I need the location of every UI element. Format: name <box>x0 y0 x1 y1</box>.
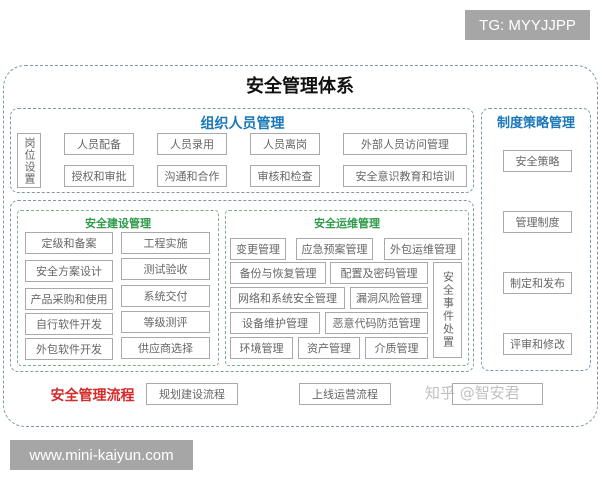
build-box: 外包软件开发 <box>25 338 113 360</box>
ops-box: 资产管理 <box>298 337 360 359</box>
ops-box: 恶意代码防范管理 <box>325 312 428 334</box>
build-box: 定级和备案 <box>25 232 113 254</box>
policy-box: 制定和发布 <box>503 272 572 294</box>
process-box <box>452 383 543 405</box>
org-box: 安全意识教育和培训 <box>343 165 467 187</box>
policy-box: 安全策略 <box>503 150 572 172</box>
org-section <box>10 108 474 193</box>
org-title: 组织人员管理 <box>200 116 285 132</box>
process-box: 上线运营流程 <box>299 383 391 405</box>
build-box: 自行软件开发 <box>25 313 113 335</box>
ops-box: 应急预案管理 <box>296 238 373 260</box>
lower-section <box>10 200 474 372</box>
org-box: 人员录用 <box>157 133 227 155</box>
build-section <box>17 210 219 366</box>
ops-title: 安全运维管理 <box>314 217 380 230</box>
ops-box: 配置及密码管理 <box>330 262 428 284</box>
build-box: 供应商选择 <box>121 337 210 359</box>
ops-box: 设备维护管理 <box>230 312 320 334</box>
build-box: 测试验收 <box>121 258 210 280</box>
tg-badge: TG: MYYJJPP <box>465 10 590 40</box>
url-badge: www.mini-kaiyun.com <box>10 440 193 470</box>
org-box: 人员配备 <box>64 133 134 155</box>
build-box: 安全方案设计 <box>25 260 113 282</box>
build-box: 工程实施 <box>121 232 210 254</box>
ops-box: 外包运维管理 <box>384 238 462 260</box>
policy-box: 评审和修改 <box>503 333 572 355</box>
org-box: 人员离岗 <box>250 133 320 155</box>
policy-box: 管理制度 <box>503 211 572 233</box>
org-box: 审核和检查 <box>250 165 320 187</box>
ops-box: 漏洞风险管理 <box>350 287 428 309</box>
ops-box: 介质管理 <box>365 337 428 359</box>
org-box: 授权和审批 <box>64 165 134 187</box>
org-box: 外部人员访问管理 <box>343 133 467 155</box>
process-title: 安全管理流程 <box>50 388 135 404</box>
ops-box: 网络和系统安全管理 <box>230 287 345 309</box>
ops-side-box: 安全事件处置 <box>433 262 462 358</box>
build-box: 系统交付 <box>121 285 210 307</box>
org-box: 沟通和合作 <box>157 165 227 187</box>
policy-section <box>481 108 591 371</box>
ops-box: 变更管理 <box>230 238 286 260</box>
process-box: 规划建设流程 <box>146 383 238 405</box>
outer-frame <box>3 65 598 427</box>
ops-box: 备份与恢复管理 <box>230 262 326 284</box>
build-box: 产品采购和使用 <box>25 288 113 310</box>
diagram-title: 安全管理体系 <box>246 76 354 97</box>
watermark: 知乎 @智安君 <box>425 384 520 402</box>
org-side-box: 岗位设置 <box>17 133 41 188</box>
build-title: 安全建设管理 <box>85 217 151 230</box>
policy-title: 制度策略管理 <box>496 116 575 131</box>
ops-section <box>225 210 469 366</box>
ops-box: 环境管理 <box>230 337 293 359</box>
build-box: 等级测评 <box>121 311 210 333</box>
